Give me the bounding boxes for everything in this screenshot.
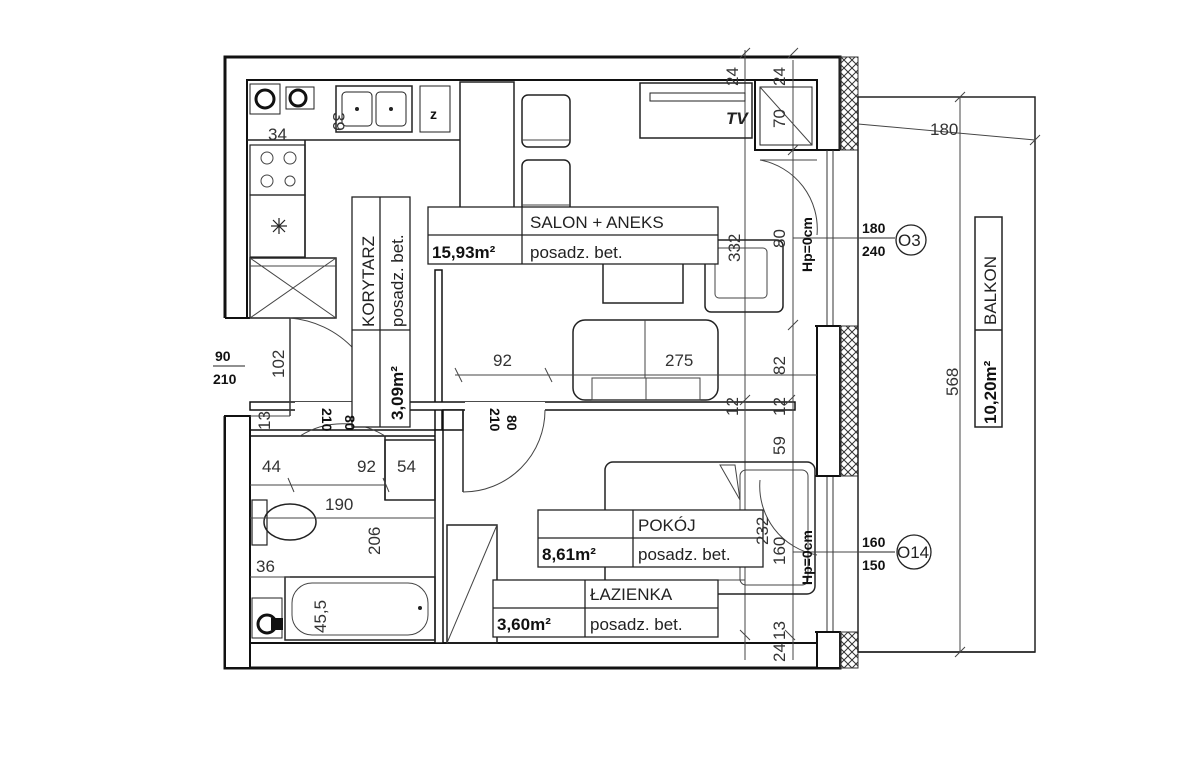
tv-unit: TV	[639, 82, 813, 146]
dim-80-window: 80	[770, 229, 789, 248]
window-tag-o3: 180 240 O3 Hp=0cm	[799, 217, 927, 272]
dim-44: 44	[262, 457, 281, 476]
dim-45-5: 45,5	[311, 600, 330, 633]
salon-area: 15,93m²	[432, 243, 496, 262]
window-o14-code: O14	[897, 543, 929, 562]
dim-206: 206	[365, 527, 384, 555]
window-o3-height: 240	[862, 243, 886, 259]
salon-floor: posadz. bet.	[530, 243, 623, 262]
lazienka-floor: posadz. bet.	[590, 615, 683, 634]
toilet	[251, 499, 317, 546]
korytarz-area: 3,09m²	[388, 366, 407, 420]
pokoj-name: POKÓJ	[638, 516, 696, 535]
dim-568: 568	[943, 368, 962, 396]
bathroom-fixtures	[251, 499, 436, 641]
label-korytarz: KORYTARZ posadz. bet. 3,09m²	[351, 196, 411, 428]
pokoj-area: 8,61m²	[542, 545, 596, 564]
dim-160: 160	[770, 537, 789, 565]
korytarz-name: KORYTARZ	[359, 236, 378, 327]
lazienka-name: ŁAZIENKA	[590, 585, 673, 604]
dim-332: 332	[725, 234, 744, 262]
dim-13-bottom: 13	[770, 621, 789, 640]
dim-70: 70	[770, 109, 789, 128]
dim-190: 190	[325, 495, 353, 514]
insulation-strip	[839, 56, 859, 669]
label-lazienka: ŁAZIENKA 3,60m² posadz. bet.	[492, 579, 719, 638]
star-icon	[271, 218, 287, 234]
window-o14-sill: Hp=0cm	[799, 530, 815, 585]
door-tag-room: 210 80	[487, 408, 520, 432]
dim-24-top-a: 24	[723, 67, 742, 86]
room-door-width: 80	[504, 415, 520, 431]
dim-36: 36	[256, 557, 275, 576]
dim-39: 39	[329, 112, 348, 131]
drain-fixture-top	[249, 83, 315, 115]
dim-54: 54	[397, 457, 416, 476]
floor-drain-icon	[251, 597, 283, 639]
dim-13: 13	[255, 411, 274, 430]
window-o3-sill: Hp=0cm	[799, 217, 815, 272]
dim-24-bottom: 24	[770, 643, 789, 662]
tv-label: TV	[726, 109, 749, 128]
lazienka-area: 3,60m²	[497, 615, 551, 634]
dimension-lines	[250, 47, 1041, 658]
dim-102: 102	[269, 350, 288, 378]
balkon-name: BALKON	[981, 256, 1000, 325]
window-o3-code: O3	[898, 231, 921, 250]
dim-180: 180	[930, 120, 958, 139]
living-furniture	[572, 239, 784, 401]
bathroom-door-width: 80	[342, 415, 358, 431]
door-tag-bathroom: 210 80	[319, 408, 358, 432]
label-balkon: BALKON 10,20m²	[981, 256, 1000, 424]
entrance-door-width: 90	[215, 348, 231, 364]
window-tag-o14: 160 150 O14 Hp=0cm	[799, 530, 932, 585]
salon-name: SALON + ANEKS	[530, 213, 664, 232]
dim-34: 34	[268, 125, 287, 144]
pokoj-floor: posadz. bet.	[638, 545, 731, 564]
entrance-door-height: 210	[213, 371, 237, 387]
dim-24-top-b: 24	[770, 67, 789, 86]
dim-92-bath: 92	[357, 457, 376, 476]
bathroom-door-height: 210	[319, 408, 335, 432]
room-door-height: 210	[487, 408, 503, 432]
dim-275: 275	[665, 351, 693, 370]
window-o3-width: 180	[862, 220, 886, 236]
bathtub	[284, 576, 436, 641]
dishwasher-label: z	[430, 106, 437, 122]
window-o14-width: 160	[862, 534, 886, 550]
window-o14-height: 150	[862, 557, 886, 573]
dim-59: 59	[770, 436, 789, 455]
dimension-labels: 24 24 70 180 568 39 34 332 80 102 92 275…	[255, 67, 962, 662]
door-tag-entrance: 90 210	[213, 348, 245, 387]
label-salon: SALON + ANEKS 15,93m² posadz. bet.	[427, 206, 719, 265]
dim-92-top: 92	[493, 351, 512, 370]
balcony	[857, 96, 1036, 653]
balkon-area: 10,20m²	[981, 360, 1000, 424]
dim-232: 232	[753, 517, 772, 545]
label-pokoj: POKÓJ 8,61m² posadz. bet.	[537, 509, 764, 568]
korytarz-floor: posadz. bet.	[388, 234, 407, 327]
dim-12-b: 12	[770, 397, 789, 416]
dim-12-a: 12	[723, 397, 742, 416]
dim-82: 82	[770, 356, 789, 375]
kitchen: z	[249, 81, 571, 319]
